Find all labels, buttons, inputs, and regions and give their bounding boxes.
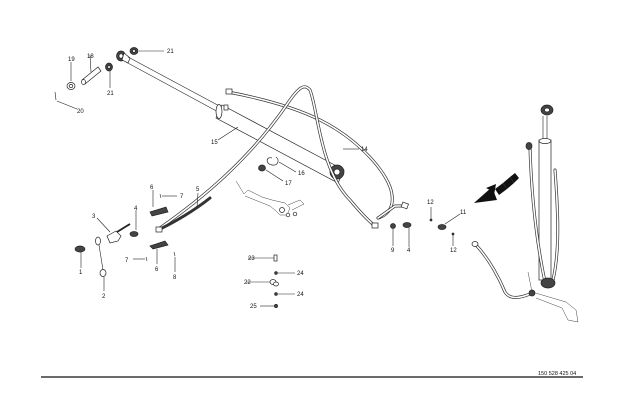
callout-21: 21 xyxy=(107,91,114,97)
callout-24: 24 xyxy=(297,292,304,298)
callout-12: 12 xyxy=(427,200,434,206)
callout-2: 2 xyxy=(102,294,106,300)
callout-19: 19 xyxy=(68,57,75,63)
hydraulic-cylinder-15 xyxy=(116,50,345,184)
callout-6: 6 xyxy=(150,185,154,191)
callout-23: 23 xyxy=(248,256,255,262)
callout-4: 4 xyxy=(134,206,138,212)
screw-12-upper xyxy=(429,207,433,222)
fitting-17 xyxy=(258,164,284,182)
mounting-bracket xyxy=(235,180,305,218)
callout-18: 18 xyxy=(87,54,94,60)
direction-arrow-icon xyxy=(474,173,519,203)
callout-3: 3 xyxy=(92,214,96,220)
callout-8: 8 xyxy=(173,275,177,281)
callout-14: 14 xyxy=(361,147,368,153)
washer-24-lower xyxy=(274,292,295,296)
mounted-cylinder-assembly xyxy=(471,104,579,323)
washer-21-upper xyxy=(129,47,164,55)
washer-24-upper xyxy=(274,271,295,275)
callout-7: 7 xyxy=(180,194,184,200)
ball-valve-3 xyxy=(96,217,131,244)
callout-15: 15 xyxy=(211,140,218,146)
callout-6: 6 xyxy=(155,267,159,273)
coupling-1 xyxy=(74,245,86,268)
callout-4: 4 xyxy=(407,248,411,254)
callout-17: 17 xyxy=(285,181,292,187)
hose-5 xyxy=(155,196,212,233)
callout-22: 22 xyxy=(244,280,251,286)
adapter-4-left xyxy=(129,210,139,237)
screw-25 xyxy=(260,304,278,308)
callout-16: 16 xyxy=(298,171,305,177)
callout-12: 12 xyxy=(450,248,457,254)
dust-cap-2 xyxy=(95,236,107,291)
fitting-23 xyxy=(248,254,278,262)
callout-11: 11 xyxy=(460,210,467,216)
hose-14 xyxy=(158,85,409,230)
callout-21: 21 xyxy=(167,49,174,55)
clip-22 xyxy=(246,279,279,287)
fitting-11 xyxy=(437,213,461,230)
washer-21-lower xyxy=(105,62,113,88)
screw-12-lower xyxy=(451,232,455,246)
reference-number: 150 528 425 04 xyxy=(538,371,576,377)
pin-7-lower xyxy=(133,256,148,262)
coupling-6-lower xyxy=(149,240,169,264)
clamp-16 xyxy=(266,156,297,173)
seal-9 xyxy=(390,223,396,246)
pin-20 xyxy=(54,91,78,110)
callout-1: 1 xyxy=(79,270,83,276)
callout-5: 5 xyxy=(196,187,200,193)
bolt-18 xyxy=(81,54,102,85)
callout-20: 20 xyxy=(77,109,84,115)
pin-7-upper xyxy=(159,193,177,199)
callout-24: 24 xyxy=(297,271,304,277)
callout-9: 9 xyxy=(391,248,395,254)
adapter-4-right xyxy=(402,222,412,247)
coupling-6-upper xyxy=(149,190,169,217)
callout-7: 7 xyxy=(125,258,129,264)
pin-8 xyxy=(173,251,176,272)
callout-25: 25 xyxy=(250,304,257,310)
washer-19 xyxy=(66,62,76,90)
